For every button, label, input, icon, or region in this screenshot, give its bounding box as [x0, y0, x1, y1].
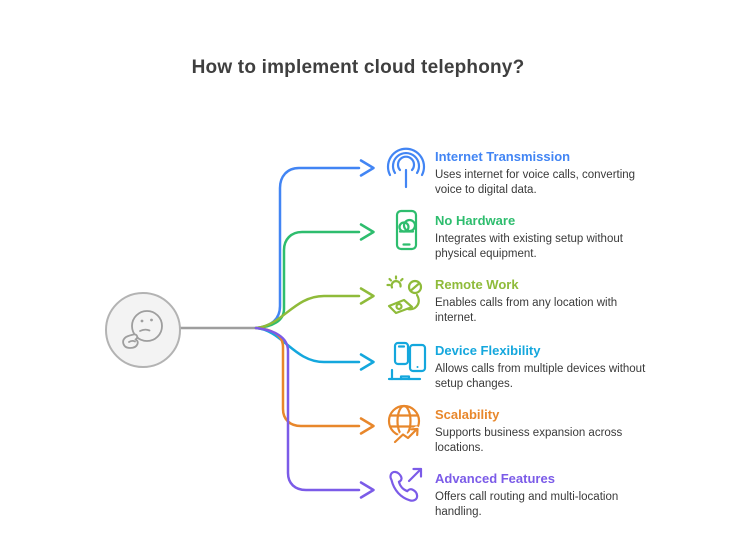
feature-row-advanced-features: Advanced Features Offers call routing an… — [383, 464, 635, 519]
phone-cloud-icon — [383, 206, 429, 254]
multi-device-icon — [383, 336, 429, 384]
feature-title: Advanced Features — [435, 471, 555, 486]
feature-row-internet-transmission: Internet Transmission Uses internet for … — [383, 142, 635, 197]
feature-row-remote-work: Remote Work Enables calls from any locat… — [383, 270, 635, 325]
feature-row-no-hardware: No Hardware Integrates with existing set… — [383, 206, 635, 261]
feature-title: Remote Work — [435, 277, 519, 292]
globe-growth-icon — [383, 400, 429, 448]
feature-row-device-flexibility: Device Flexibility Allows calls from mul… — [383, 336, 645, 391]
feature-description: Supports business expansion across locat… — [435, 427, 623, 454]
feature-description: Allows calls from multiple devices witho… — [435, 363, 646, 390]
feature-title: Internet Transmission — [435, 149, 571, 164]
branch-advanced-features — [254, 326, 375, 499]
feature-description: Offers call routing and multi-location h… — [435, 491, 619, 518]
feature-title: Device Flexibility — [435, 343, 541, 358]
broadcast-icon — [383, 142, 429, 190]
feature-title: No Hardware — [435, 213, 516, 228]
feature-description: Integrates with existing setup without p… — [435, 233, 623, 260]
feature-row-scalability: Scalability Supports business expansion … — [383, 400, 635, 455]
branch-device-flexibility — [254, 326, 375, 371]
feature-title: Scalability — [435, 407, 500, 422]
call-routing-icon — [383, 464, 429, 512]
page-title: How to implement cloud telephony? — [191, 57, 525, 78]
branch-remote-work — [254, 287, 375, 330]
branch-scalability — [254, 326, 375, 435]
branch-no-hardware — [254, 223, 375, 330]
thinking-face-doodle — [105, 292, 181, 368]
feature-description: Enables calls from any location with int… — [435, 297, 618, 324]
remote-work-icon — [383, 270, 429, 318]
feature-description: Uses internet for voice calls, convertin… — [435, 169, 636, 196]
branch-internet-transmission — [254, 159, 375, 330]
